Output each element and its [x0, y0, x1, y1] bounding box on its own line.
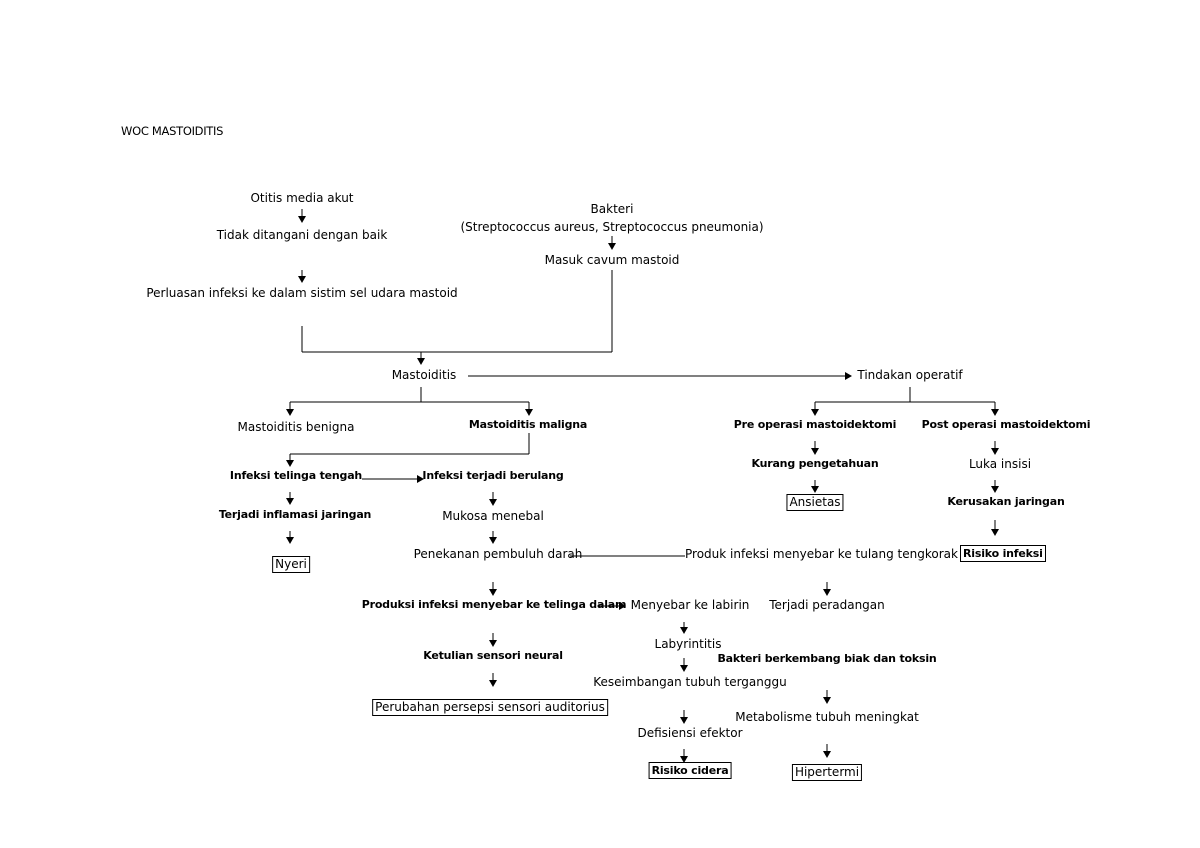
node-metabolisme: Metabolisme tubuh meningkat — [735, 710, 919, 724]
arrow-down-head — [811, 486, 819, 493]
arrow-down-head — [286, 460, 294, 467]
node-luka-insisi: Luka insisi — [968, 457, 1032, 471]
arrow-down-head — [991, 529, 999, 536]
arrow-down-head — [489, 499, 497, 506]
diagnosis-risiko-cidera: Risiko cidera — [648, 762, 732, 779]
node-bakteri-jenis: (Streptococcus aureus, Streptococcus pne… — [460, 220, 764, 234]
arrow-down-head — [608, 243, 616, 250]
node-tindakan-operatif: Tindakan operatif — [857, 368, 963, 382]
node-post-operasi: Post operasi mastoidektomi — [921, 418, 1091, 431]
node-labyrintitis: Labyrintitis — [654, 637, 722, 651]
arrow-down-head — [680, 717, 688, 724]
arrow-down-head — [823, 697, 831, 704]
node-menyebar-labirin: Menyebar ke labirin — [630, 598, 750, 612]
node-masuk-cavum: Masuk cavum mastoid — [544, 253, 680, 267]
node-mastoiditis-benigna: Mastoiditis benigna — [237, 420, 355, 434]
node-bakteri: Bakteri — [590, 202, 634, 216]
node-produk-tulang: Produk infeksi menyebar ke tulang tengko… — [685, 547, 958, 561]
arrow-down-head — [489, 680, 497, 687]
arrow-down-head — [525, 409, 533, 416]
node-produksi-telinga-dalam: Produksi infeksi menyebar ke telinga dal… — [361, 598, 627, 611]
diagnosis-nyeri: Nyeri — [272, 556, 310, 573]
arrow-down-head — [680, 627, 688, 634]
node-mukosa: Mukosa menebal — [442, 509, 544, 523]
arrow-right-head — [845, 372, 852, 380]
arrow-down-head — [417, 358, 425, 365]
node-peradangan: Terjadi peradangan — [769, 598, 885, 612]
node-mastoiditis-maligna: Mastoiditis maligna — [468, 418, 588, 431]
diagnosis-persepsi-sensori: Perubahan persepsi sensori auditorius — [372, 699, 608, 716]
arrow-down-head — [286, 409, 294, 416]
node-infeksi-telinga-tengah: Infeksi telinga tengah — [229, 469, 363, 482]
arrow-down-head — [823, 589, 831, 596]
diagnosis-hipertermi: Hipertermi — [791, 764, 863, 781]
node-tidak-ditangani: Tidak ditangani dengan baik — [216, 228, 388, 242]
arrow-down-head — [286, 498, 294, 505]
arrow-down-head — [298, 276, 306, 283]
arrow-down-head — [489, 640, 497, 647]
diagnosis-risiko-infeksi: Risiko infeksi — [960, 545, 1046, 562]
arrow-right-head — [619, 602, 626, 610]
arrow-down-head — [680, 665, 688, 672]
node-bakteri-berkembang: Bakteri berkembang biak dan toksin — [717, 652, 937, 665]
node-infeksi-berulang: Infeksi terjadi berulang — [422, 469, 564, 482]
node-kerusakan-jaringan: Kerusakan jaringan — [947, 495, 1065, 508]
node-mastoiditis: Mastoiditis — [391, 368, 457, 382]
node-ketulian: Ketulian sensori neural — [423, 649, 563, 662]
arrow-down-head — [811, 409, 819, 416]
arrow-down-head — [823, 751, 831, 758]
node-otitis: Otitis media akut — [250, 191, 354, 205]
node-penekanan: Penekanan pembuluh darah — [413, 547, 583, 561]
diagram-title: WOC MASTOIDITIS — [121, 124, 224, 138]
arrow-down-head — [991, 486, 999, 493]
arrow-down-head — [811, 448, 819, 455]
diagnosis-ansietas: Ansietas — [786, 494, 844, 511]
arrow-down-head — [286, 537, 294, 544]
node-keseimbangan: Keseimbangan tubuh terganggu — [593, 675, 787, 689]
arrow-right-head — [417, 475, 424, 483]
arrow-down-head — [489, 589, 497, 596]
arrow-down-head — [991, 409, 999, 416]
node-inflamasi: Terjadi inflamasi jaringan — [218, 508, 372, 521]
node-defisiensi: Defisiensi efektor — [637, 726, 743, 740]
node-kurang-pengetahuan: Kurang pengetahuan — [751, 457, 879, 470]
arrow-down-head — [298, 216, 306, 223]
arrow-down-head — [489, 537, 497, 544]
node-perluasan: Perluasan infeksi ke dalam sistim sel ud… — [146, 286, 458, 300]
node-pre-operasi: Pre operasi mastoidektomi — [733, 418, 897, 431]
arrow-down-head — [680, 756, 688, 763]
arrow-down-head — [991, 448, 999, 455]
